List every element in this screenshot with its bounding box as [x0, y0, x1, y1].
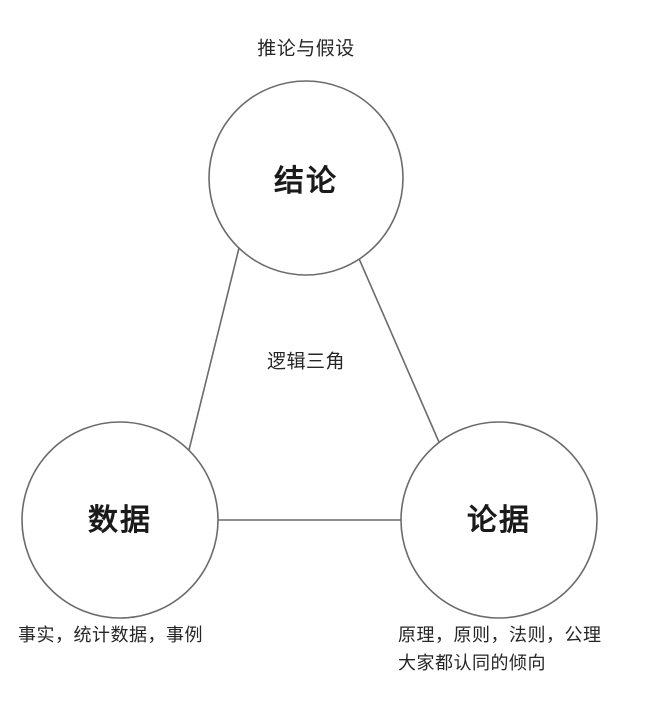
node-circle-data[interactable] [21, 421, 219, 619]
center-annotation-label: 逻辑三角 [266, 350, 346, 373]
edge-conclusion-data [188, 247, 240, 451]
caption-warrant-line-2: 大家都认同的倾向 [398, 653, 546, 674]
node-label-warrant: 论据 [467, 503, 531, 538]
caption-warrant: 原理，原则，法则，公理 大家都认同的倾向 [398, 622, 602, 678]
node-label-data: 数据 [88, 503, 152, 538]
top-annotation-label: 推论与假设 [257, 37, 355, 60]
node-circle-conclusion[interactable] [208, 80, 404, 276]
node-label-conclusion: 结论 [274, 164, 338, 199]
caption-data-line-1: 事实，统计数据，事例 [18, 625, 203, 646]
node-circle-warrant[interactable] [400, 421, 598, 619]
caption-data: 事实，统计数据，事例 [18, 622, 203, 650]
edge-conclusion-warrant [356, 253, 443, 450]
caption-warrant-line-1: 原理，原则，法则，公理 [398, 625, 602, 646]
